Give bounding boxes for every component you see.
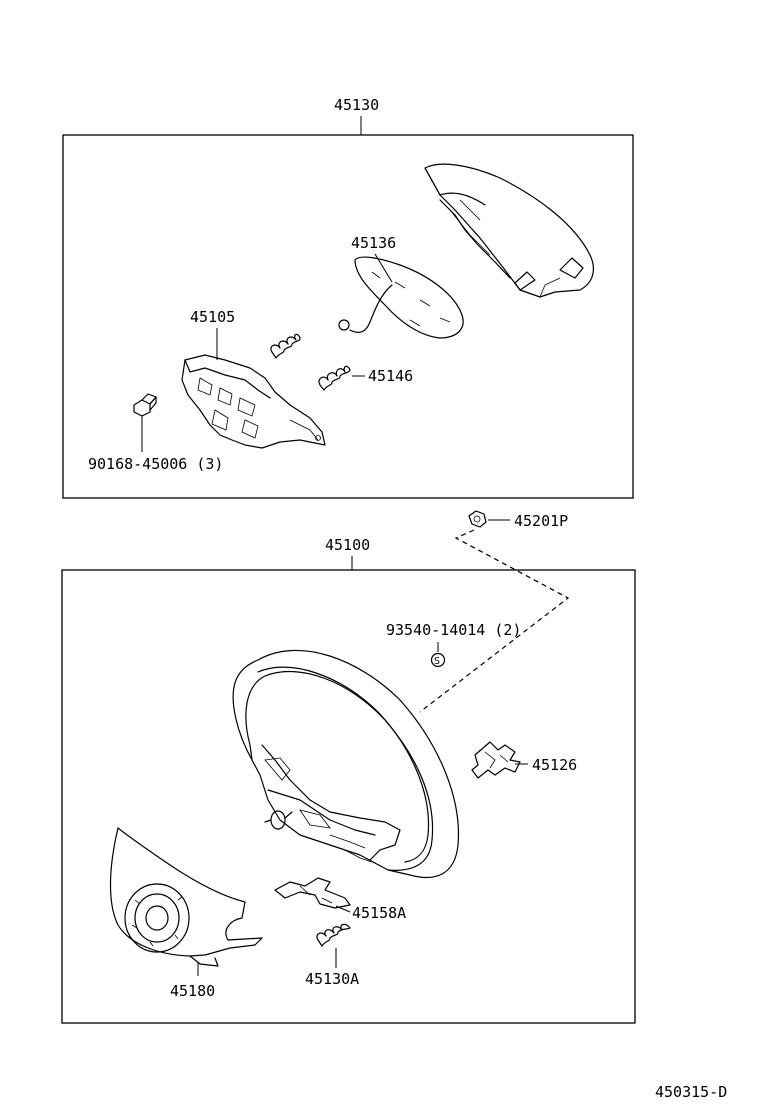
label-45146: 45146: [368, 367, 413, 385]
label-45158A: 45158A: [352, 904, 406, 922]
lever: [274, 877, 351, 909]
dashed-connector: [419, 529, 570, 713]
clip: [471, 741, 521, 779]
pad-cover: [424, 163, 594, 298]
figure-code: 450315-D: [655, 1083, 727, 1101]
label-45201P: 45201P: [514, 512, 568, 530]
bolt: [133, 393, 157, 417]
bracket: [181, 354, 326, 449]
nut: [468, 510, 487, 528]
lower-cover: [109, 827, 263, 967]
label-45105: 45105: [190, 308, 235, 326]
label-45130: 45130: [334, 96, 379, 114]
spring-upper-left: [270, 333, 301, 359]
label-45180: 45180: [170, 982, 215, 1000]
lower-group-frame: [61, 569, 636, 1024]
upper-group-frame: [62, 134, 634, 499]
horn-plate: [338, 256, 464, 339]
label-45100: 45100: [325, 536, 370, 554]
leader-45158A: [335, 905, 351, 913]
label-90168-45006: 90168-45006 (3): [88, 455, 223, 473]
label-93540-14014: 93540-14014 (2): [386, 621, 521, 639]
screw-symbol: [430, 652, 446, 668]
spring-45146: [318, 365, 351, 391]
label-45136: 45136: [351, 234, 396, 252]
spring-lower: [316, 923, 351, 947]
label-45126: 45126: [532, 756, 577, 774]
steering-wheel: [232, 649, 460, 879]
screw-symbol-letter: S: [434, 656, 440, 667]
label-45130A: 45130A: [305, 970, 359, 988]
